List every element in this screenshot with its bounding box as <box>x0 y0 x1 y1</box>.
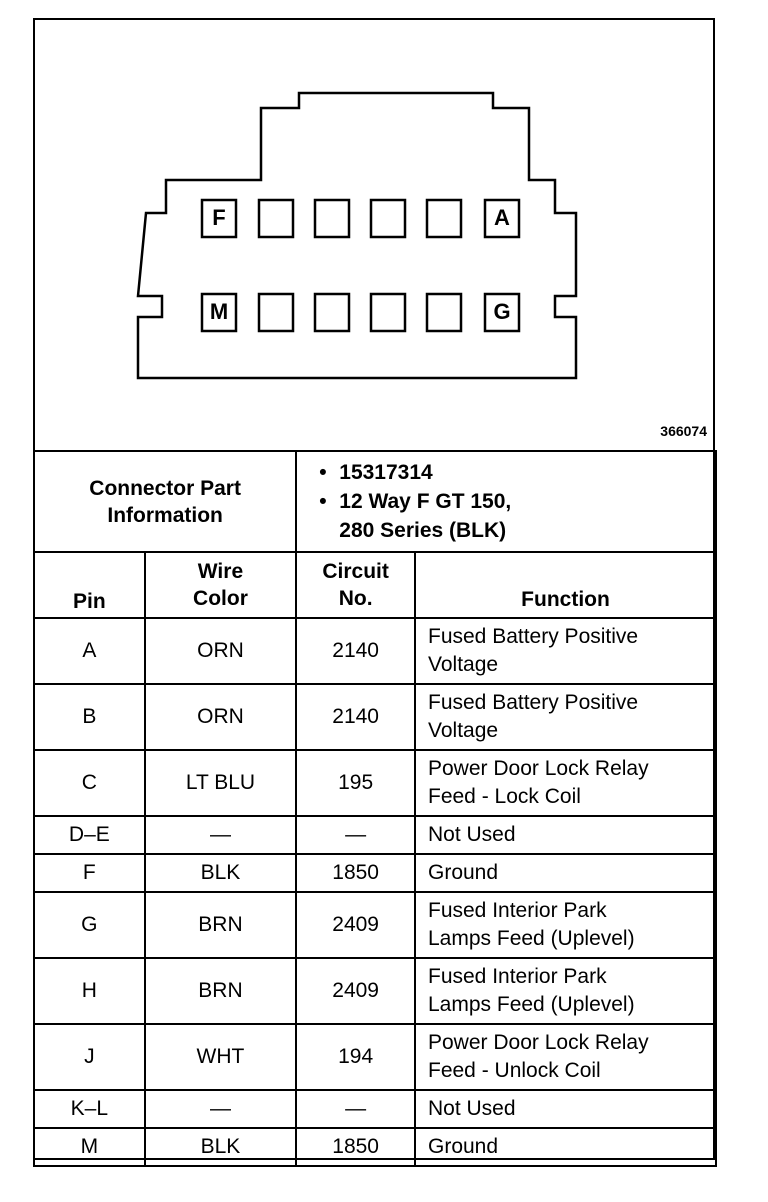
table-header-row: Pin Wire Color Circuit No. Function <box>33 551 717 619</box>
pin-cavities-top <box>200 198 521 239</box>
connector-info-values: 15317314 12 Way F GT 150, 280 Series (BL… <box>295 450 717 553</box>
connector-info-label: Connector Part Information <box>32 450 298 553</box>
figure-id: 366074 <box>660 423 707 439</box>
wire-color-cell: BLK <box>143 1127 298 1167</box>
pin-label-f: F <box>212 205 226 230</box>
circuit-cell: 194 <box>295 1023 416 1091</box>
wire-color-cell: — <box>143 815 298 855</box>
header-circuit-no: Circuit No. <box>295 551 416 619</box>
function-cell: Ground <box>414 853 717 893</box>
circuit-cell: 2140 <box>295 683 416 751</box>
pin-label-a: A <box>494 205 510 230</box>
connector-description: 12 Way F GT 150, <box>319 488 715 515</box>
circuit-cell: 195 <box>295 749 416 817</box>
circuit-cell: 2409 <box>295 891 416 959</box>
pin-cell: J <box>33 1023 146 1091</box>
pinout-table: Connector Part Information 15317314 12 W… <box>32 450 717 1167</box>
connector-info-row: Connector Part Information 15317314 12 W… <box>32 450 717 553</box>
function-cell: Not Used <box>414 815 717 855</box>
wire-color-cell: BLK <box>143 853 298 893</box>
connector-outline <box>136 91 578 380</box>
circuit-cell: — <box>295 815 416 855</box>
header-wire-color: Wire Color <box>143 551 298 619</box>
pin-cell: K–L <box>33 1089 146 1129</box>
header-function: Function <box>414 551 717 619</box>
wire-color-cell: ORN <box>143 683 298 751</box>
circuit-cell: 1850 <box>295 853 416 893</box>
table-row: D–E — — Not Used <box>33 815 717 855</box>
circuit-cell: 2409 <box>295 957 416 1025</box>
connector-sheet: F A M G 366074 Connector Part Informatio… <box>32 18 717 1167</box>
header-pin: Pin <box>33 551 146 619</box>
wire-color-cell: LT BLU <box>143 749 298 817</box>
circuit-cell: — <box>295 1089 416 1129</box>
pin-cell: M <box>33 1127 146 1167</box>
part-number: 15317314 <box>319 459 715 486</box>
circuit-cell: 2140 <box>295 617 416 685</box>
connector-diagram: F A M G 366074 <box>35 20 717 452</box>
function-cell: Ground <box>414 1127 717 1167</box>
pin-cell: D–E <box>33 815 146 855</box>
pin-cell: C <box>33 749 146 817</box>
wire-color-cell: BRN <box>143 957 298 1025</box>
circuit-cell: 1850 <box>295 1127 416 1167</box>
wire-color-cell: WHT <box>143 1023 298 1091</box>
pin-cell: A <box>33 617 146 685</box>
pin-cell: G <box>33 891 146 959</box>
wire-color-cell: — <box>143 1089 298 1129</box>
function-cell: Not Used <box>414 1089 717 1129</box>
table-row: F BLK 1850 Ground <box>33 853 717 893</box>
table-row: K–L — — Not Used <box>33 1089 717 1129</box>
table-row: M BLK 1850 Ground <box>33 1127 717 1167</box>
pin-cell: H <box>33 957 146 1025</box>
wire-color-cell: ORN <box>143 617 298 685</box>
wire-color-cell: BRN <box>143 891 298 959</box>
pin-label-m: M <box>209 299 229 324</box>
pin-cell: B <box>33 683 146 751</box>
pin-cavities-bottom <box>200 292 521 333</box>
pin-label-g: G <box>493 299 511 324</box>
pin-cell: F <box>33 853 146 893</box>
